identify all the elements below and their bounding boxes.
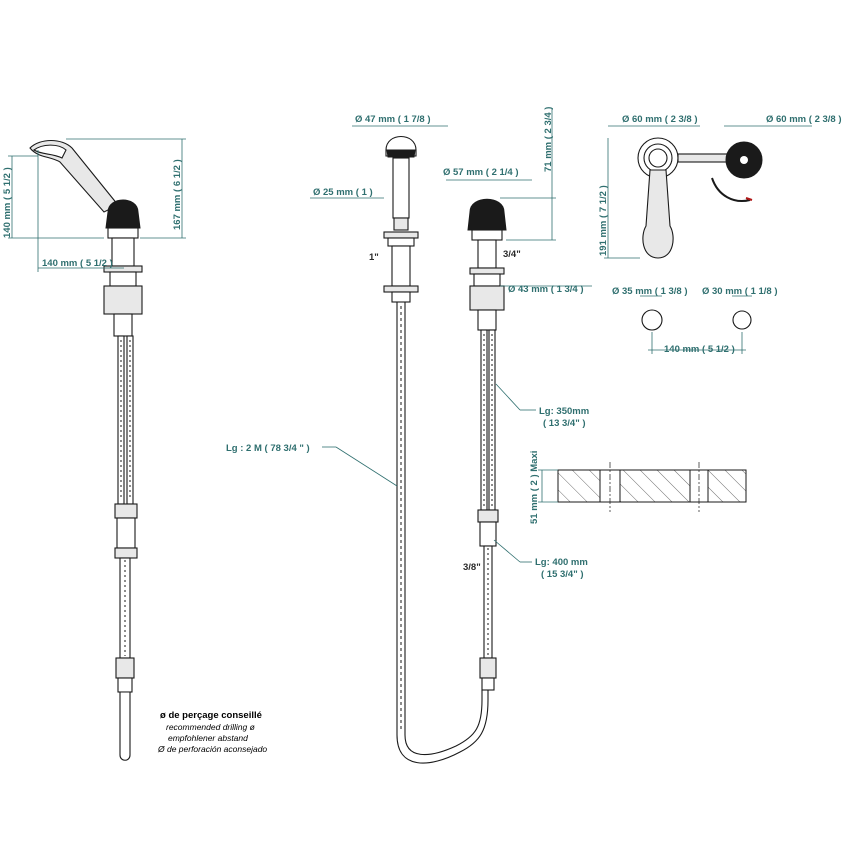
dim-60-left: Ø 60 mm ( 2 3/8 )	[622, 114, 698, 125]
note-line-german: empfohlener abstand	[168, 733, 248, 743]
lg-350: Lg: 350mm	[539, 406, 589, 417]
dim-140-left-vertical: 140 mm ( 5 1/2 )	[2, 167, 13, 238]
mixer-front-view	[446, 108, 592, 691]
dim-25: Ø 25 mm ( 1 )	[313, 187, 373, 198]
thread-3-8: 3/8"	[463, 562, 481, 573]
dim-140-holes: 140 mm ( 5 1/2 )	[664, 344, 735, 355]
hose-length-2m: Lg : 2 M ( 78 3/4 " )	[226, 443, 310, 454]
note-title: ø de perçage conseillé	[160, 710, 262, 721]
dim-57: Ø 57 mm ( 2 1/4 )	[443, 167, 519, 178]
note-line-english: recommended drilling ø	[166, 722, 255, 732]
left-mixer-side-view	[8, 138, 186, 761]
lg-400-inches: ( 15 3/4" )	[541, 569, 584, 580]
dim-43: Ø 43 mm ( 1 3/4 )	[508, 284, 584, 295]
thread-3-4: 3/4"	[503, 249, 521, 260]
drilling-note: ø de perçage conseillé recommended drill…	[157, 710, 267, 754]
lg-400: Lg: 400 mm	[535, 557, 588, 568]
dim-51-maxi: 51 mm ( 2 ) Maxi	[529, 451, 540, 524]
drilling-holes-diagram	[640, 295, 752, 354]
dim-35: Ø 35 mm ( 1 3/8 )	[612, 286, 688, 297]
dim-140-left-horizontal: 140 mm ( 5 1/2 )	[42, 258, 113, 269]
dim-71-vertical: 71 mm ( 2 3/4 )	[543, 107, 554, 172]
dim-47: Ø 47 mm ( 1 7/8 )	[355, 114, 431, 125]
dim-60-right: Ø 60 mm ( 2 3/8 )	[766, 114, 842, 125]
dim-191-vertical: 191 mm ( 7 1/2 )	[598, 185, 609, 256]
dim-30: Ø 30 mm ( 1 1/8 )	[702, 286, 778, 297]
countertop-section	[538, 462, 747, 512]
note-line-spanish: Ø de perforación aconsejado	[157, 744, 267, 754]
thread-1-inch: 1"	[369, 252, 379, 263]
dim-167-vertical: 167 mm ( 6 1/2 )	[172, 159, 183, 230]
mixer-top-view	[604, 125, 812, 259]
lg-350-inches: ( 13 3/4" )	[543, 418, 586, 429]
pullout-shower-assembly	[310, 125, 489, 764]
